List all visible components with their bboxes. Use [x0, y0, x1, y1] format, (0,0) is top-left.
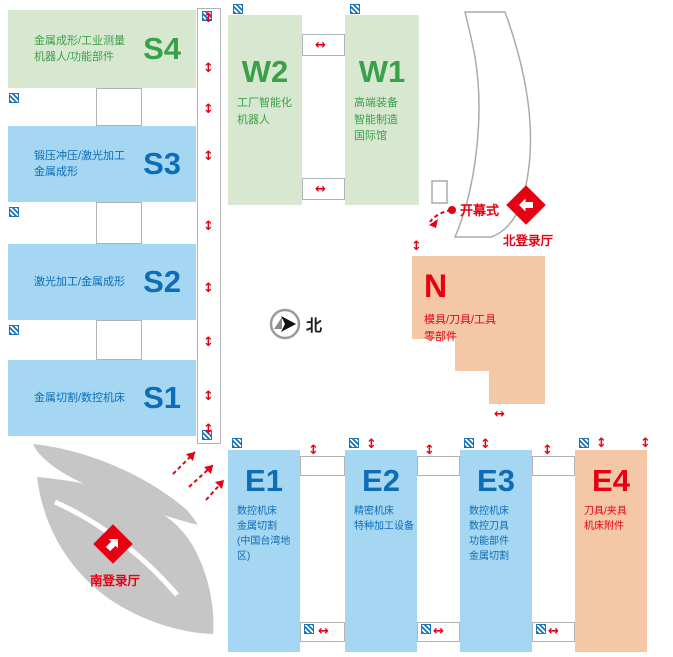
corridor [302, 34, 345, 56]
flow-arrow-vertical: ↕ [542, 443, 553, 458]
flow-arrow-vertical: ↕ [203, 219, 214, 234]
hall-e1: E1 数控机床 金属切割 (中国台湾地区) [228, 450, 300, 652]
hall-w1-desc: 高端装备 智能制造 国际馆 [354, 97, 398, 143]
stairs-icon [9, 207, 19, 217]
hall-e4-desc: 刀具/夹具 机床附件 [584, 506, 627, 533]
flow-arrow-vertical: ↕ [640, 436, 651, 451]
stairs-icon [536, 624, 546, 634]
flow-arrow-vertical: ↕ [411, 239, 422, 254]
hall-s4: 金属成形/工业测量 机器人/功能部件 S4 [8, 10, 196, 88]
flow-arrow-horizontal: ↔ [315, 38, 326, 53]
corridor [96, 320, 142, 360]
hall-e3: E3 数控机床 数控刀具 功能部件 金属切割 [460, 450, 532, 652]
hall-e3-desc: 数控机床 数控刀具 功能部件 金属切割 [469, 506, 509, 563]
flow-arrow-horizontal: ↔ [315, 182, 326, 197]
hall-e1-desc: 数控机床 金属切割 (中国台湾地区) [237, 506, 291, 563]
flow-arrow-horizontal: ↔ [494, 407, 505, 422]
stairs-icon [421, 624, 431, 634]
south-entrance-label: 南登录厅 [90, 574, 141, 588]
flow-arrow-vertical: ↕ [480, 437, 491, 452]
stairs-icon [232, 438, 242, 448]
corridor [302, 178, 345, 200]
flow-arrow-vertical: ↕ [203, 11, 214, 26]
corridor [96, 202, 142, 244]
hall-s1-desc: 金属切割/数控机床 [34, 391, 126, 404]
hall-s3-label: S3 [143, 145, 181, 181]
flow-arrow-vertical: ↕ [203, 149, 214, 164]
hall-w2-label: W2 [241, 54, 289, 89]
hall-s2: 激光加工/金属成形 S2 [8, 244, 196, 320]
stairs-icon [9, 325, 19, 335]
hall-e3-label: E3 [477, 463, 515, 498]
hall-n-desc: 模具/刀具/工具 零部件 [424, 314, 497, 343]
north-arrow-icon [269, 308, 301, 340]
stairs-icon [349, 438, 359, 448]
hall-s1: 金属切割/数控机床 S1 [8, 360, 196, 436]
hall-w2-desc: 工厂智能化 机器人 [237, 97, 292, 126]
flow-arrow-vertical: ↕ [424, 443, 435, 458]
hall-w1-label: W1 [358, 54, 406, 89]
stairs-icon [350, 4, 360, 14]
compass-label: 北 [306, 318, 323, 335]
stairs-icon [202, 11, 212, 21]
stairs-icon [233, 4, 243, 14]
flow-dashed-arrows [172, 451, 225, 501]
hall-e4: E4 刀具/夹具 机床附件 [575, 450, 647, 652]
hall-e4-label: E4 [592, 463, 630, 498]
flow-arrow-vertical: ↕ [203, 422, 214, 437]
hall-n-shape [412, 256, 545, 404]
flow-arrow-vertical: ↕ [366, 437, 377, 452]
stairs-icon [579, 438, 589, 448]
hall-e1-label: E1 [245, 463, 283, 498]
flow-arrow-horizontal: ↔ [548, 624, 559, 639]
arrow-left-icon [519, 198, 533, 212]
compass: 北 [269, 308, 322, 340]
flow-arrow-horizontal: ↔ [433, 624, 444, 639]
hall-s3: 锻压冲压/激光加工 金属成形 S3 [8, 126, 196, 202]
flow-arrow-vertical: ↕ [203, 61, 214, 76]
flow-arrow-vertical: ↕ [203, 102, 214, 117]
flow-arrow-vertical: ↕ [203, 281, 214, 296]
conference-center-outline [429, 11, 532, 238]
opening-ceremony-label: 开幕式 [460, 203, 500, 218]
stairs-icon [9, 93, 19, 103]
hall-s1-label: S1 [143, 379, 181, 415]
flow-arrow-vertical: ↕ [596, 436, 607, 451]
corridor [532, 456, 575, 476]
south-entrance-icon [92, 523, 134, 565]
ceremony-path-arrowhead [429, 219, 438, 228]
hall-s2-desc: 激光加工/金属成形 [34, 275, 126, 288]
flow-arrow-horizontal: ↔ [318, 624, 329, 639]
ceremony-dot-icon [448, 205, 456, 214]
flow-arrow-vertical: ↕ [203, 389, 214, 404]
flow-arrow-vertical: ↕ [203, 335, 214, 350]
hall-e2: E2 精密机床 特种加工设备 [345, 450, 417, 652]
hall-w1: W1 高端装备 智能制造 国际馆 [345, 15, 419, 205]
corridor [417, 456, 460, 476]
north-entrance-icon [505, 184, 547, 226]
hall-e2-desc: 精密机床 特种加工设备 [354, 506, 414, 533]
hall-s4-desc: 金属成形/工业测量 机器人/功能部件 [34, 34, 126, 64]
north-entrance-label: 北登录厅 [503, 234, 554, 248]
opening-ceremony-marker: 开幕式 [448, 200, 499, 219]
arrow-up-right-icon [105, 539, 118, 552]
hall-w2: W2 工厂智能化 机器人 [228, 15, 302, 205]
corridor [197, 8, 221, 444]
flow-arrow-vertical: ↕ [308, 443, 319, 458]
stairs-icon [202, 430, 212, 440]
hall-e2-label: E2 [362, 463, 400, 498]
hall-s4-label: S4 [143, 30, 181, 66]
corridor [96, 88, 142, 126]
stairs-icon [464, 438, 474, 448]
hall-n-label: N [424, 268, 448, 304]
hall-s2-label: S2 [143, 263, 181, 299]
hall-s3-desc: 锻压冲压/激光加工 金属成形 [34, 149, 126, 179]
stairs-icon [304, 624, 314, 634]
corridor [300, 456, 345, 476]
